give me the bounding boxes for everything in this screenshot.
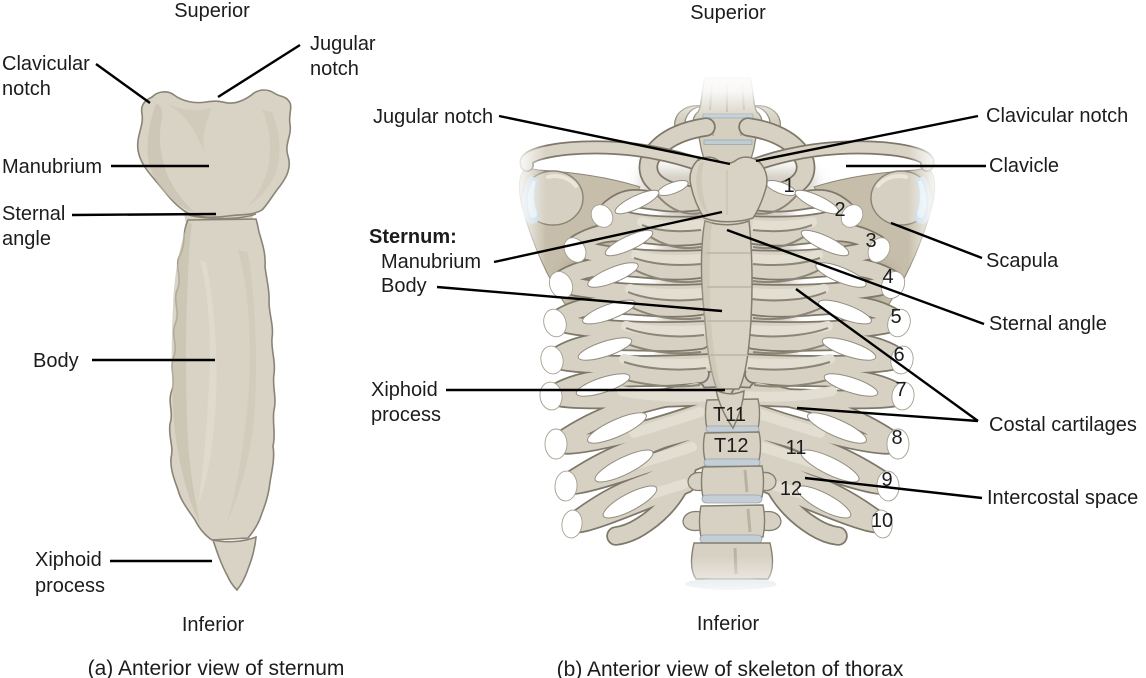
svg-text:Inferior: Inferior (697, 613, 760, 635)
svg-text:Xiphoid: Xiphoid (35, 549, 102, 571)
svg-text:4: 4 (882, 266, 893, 288)
svg-text:Sternal angle: Sternal angle (989, 313, 1107, 335)
svg-text:Clavicle: Clavicle (989, 155, 1059, 177)
svg-text:Clavicular notch: Clavicular notch (986, 105, 1128, 127)
svg-text:7: 7 (895, 379, 906, 401)
svg-text:Manubrium: Manubrium (381, 251, 481, 273)
svg-text:Body: Body (33, 350, 79, 372)
svg-text:5: 5 (890, 306, 901, 328)
svg-text:(b) Anterior view of skeleton: (b) Anterior view of skeleton of thorax (557, 658, 904, 678)
svg-text:Superior: Superior (174, 0, 250, 22)
svg-text:Scapula: Scapula (986, 250, 1059, 272)
svg-text:10: 10 (871, 510, 893, 532)
svg-text:Inferior: Inferior (182, 614, 245, 636)
svg-text:11: 11 (786, 437, 807, 459)
svg-text:Sternal: Sternal (2, 203, 65, 225)
svg-text:process: process (35, 575, 105, 597)
svg-text:notch: notch (310, 58, 359, 80)
svg-text:(a) Anterior view of sternum: (a) Anterior view of sternum (88, 657, 345, 678)
svg-text:1: 1 (783, 175, 794, 197)
svg-text:T11: T11 (713, 404, 746, 426)
svg-text:Xiphoid: Xiphoid (371, 379, 438, 401)
svg-text:8: 8 (891, 427, 902, 449)
svg-text:process: process (371, 404, 441, 426)
svg-text:notch: notch (2, 78, 51, 100)
svg-text:T12: T12 (714, 435, 748, 457)
svg-text:Intercostal space: Intercostal space (987, 487, 1138, 509)
svg-text:Costal cartilages: Costal cartilages (989, 414, 1137, 436)
svg-text:Body: Body (381, 275, 427, 297)
svg-text:angle: angle (2, 228, 51, 250)
svg-text:Sternum:: Sternum: (369, 226, 457, 248)
svg-text:Jugular notch: Jugular notch (373, 106, 493, 128)
svg-text:2: 2 (834, 199, 845, 221)
svg-text:Clavicular: Clavicular (2, 53, 90, 75)
svg-text:3: 3 (865, 230, 876, 252)
svg-text:9: 9 (881, 469, 892, 491)
svg-text:Superior: Superior (690, 2, 766, 24)
svg-text:6: 6 (893, 344, 904, 366)
svg-text:Manubrium: Manubrium (2, 156, 102, 178)
svg-text:Jugular: Jugular (310, 33, 376, 55)
svg-text:12: 12 (780, 478, 802, 500)
